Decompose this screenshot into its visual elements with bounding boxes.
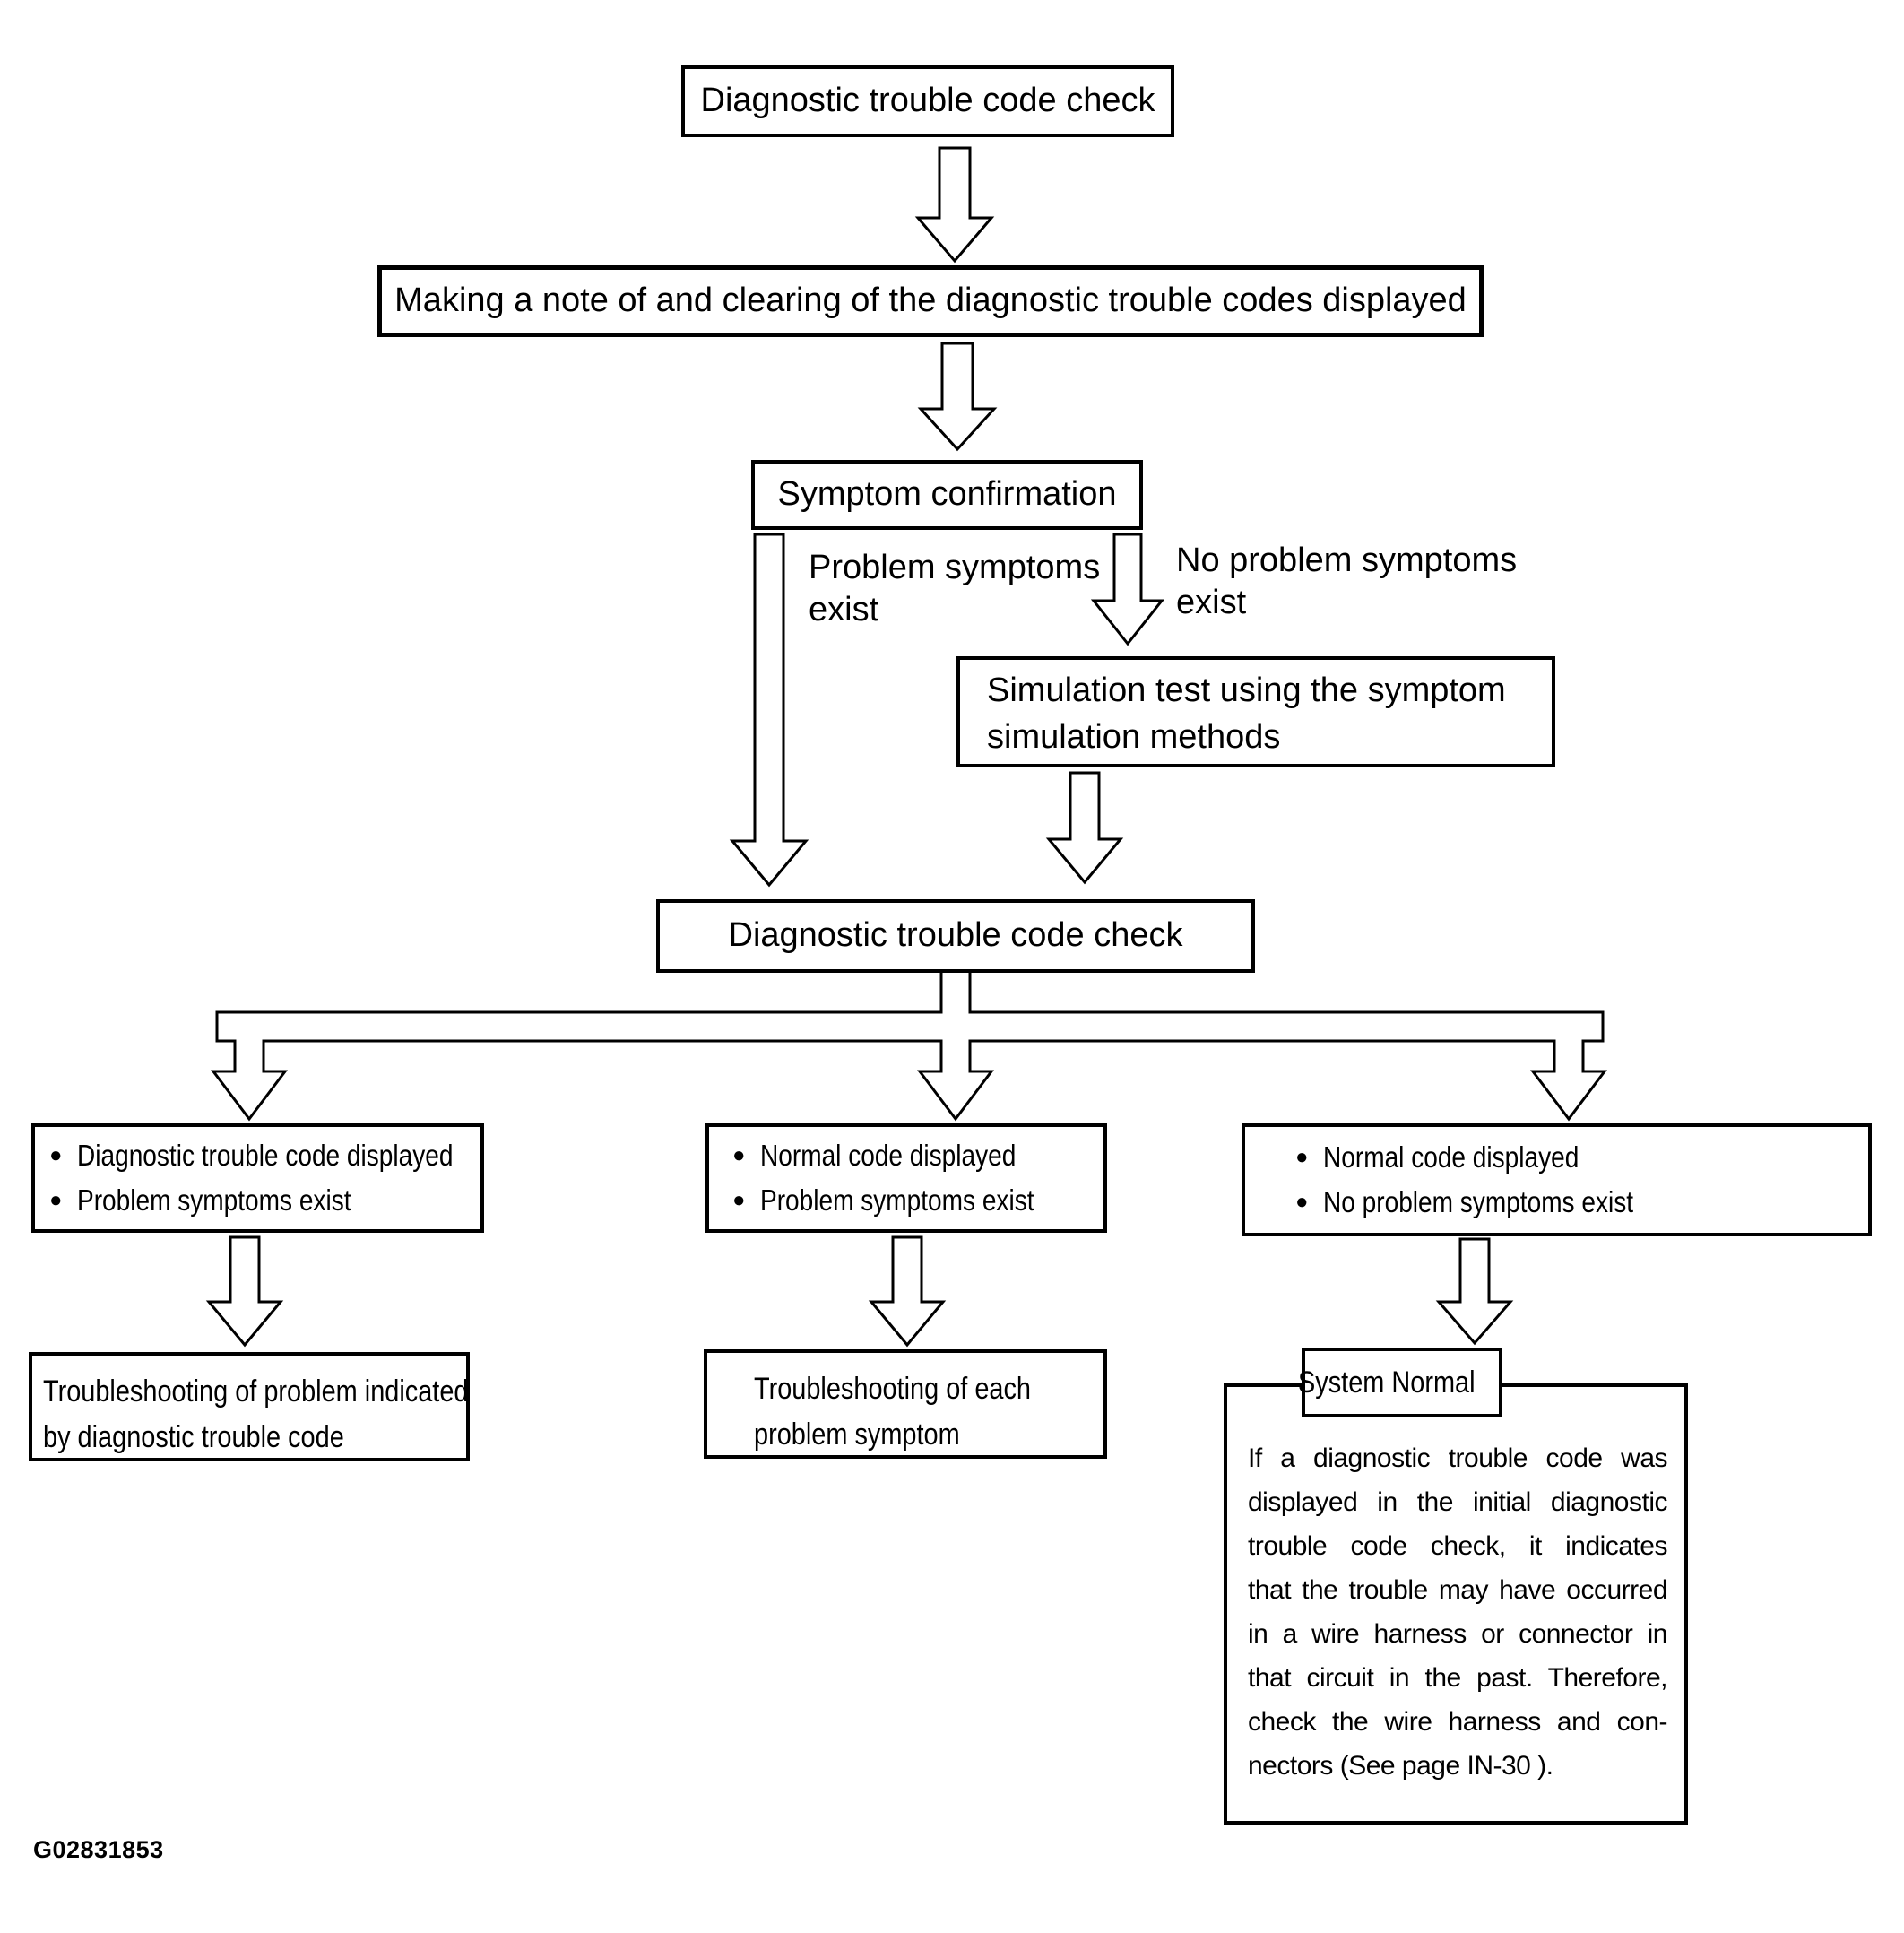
system-normal-title: System Normal <box>1297 1365 1476 1400</box>
paragraph-line: nectors (See page IN-30 ). <box>1248 1751 1553 1781</box>
node-dtc-check-1-label: Diagnostic trouble code check <box>700 82 1155 120</box>
bullet-icon: ● <box>732 1187 746 1212</box>
bullet-icon: ● <box>49 1187 63 1212</box>
branch-label-no-problem-symptoms-line1: No problem symptoms <box>1176 542 1518 579</box>
bullet-icon: ● <box>1295 1145 1309 1170</box>
system-normal-title-box: System Normal <box>1298 1348 1502 1417</box>
paragraph-line: displayed in the initial diagnostic <box>1248 1487 1668 1517</box>
list-item: ● Problem symptoms exist <box>732 1183 1103 1218</box>
node-note-and-clear-codes-label: Making a note of and clearing of the dia… <box>394 282 1467 320</box>
node-note-and-clear-codes: Making a note of and clearing of the dia… <box>377 265 1484 337</box>
case-left-item1: Diagnostic trouble code displayed <box>76 1139 453 1173</box>
bullet-icon: ● <box>1295 1189 1309 1214</box>
system-normal-paragraph: If a diagnostic trouble code was display… <box>1248 1436 1668 1788</box>
case-box-normal-code-problem: ● Normal code displayed ● Problem sympto… <box>705 1123 1107 1233</box>
branch-label-problem-symptoms: Problem symptoms exist <box>809 547 1100 631</box>
arrow-no-problem-symptoms <box>1090 533 1165 646</box>
bullet-icon: ● <box>49 1143 63 1168</box>
bullet-icon: ● <box>732 1143 746 1168</box>
node-symptom-confirmation-label: Symptom confirmation <box>777 475 1117 514</box>
branch-label-no-problem-symptoms-line2: exist <box>1176 584 1247 621</box>
paragraph-line: If a diagnostic trouble code was <box>1248 1443 1668 1473</box>
arrow-case-left-to-result <box>205 1235 284 1348</box>
branch-manifold-three-way <box>210 969 1608 1122</box>
arrow-case-right-to-result <box>1435 1237 1514 1346</box>
paragraph-line: trouble code check, it indicates <box>1248 1531 1668 1561</box>
result-left-line2: by diagnostic trouble code <box>43 1420 344 1454</box>
result-box-troubleshoot-symptom: Troubleshooting of each problem symptom <box>704 1349 1107 1459</box>
case-box-dtc-displayed: ● Diagnostic trouble code displayed ● Pr… <box>31 1123 484 1233</box>
result-middle-line1: Troubleshooting of each <box>754 1372 1032 1406</box>
arrow-case-middle-to-result <box>868 1235 947 1348</box>
result-left-line1: Troubleshooting of problem indicated <box>43 1374 469 1409</box>
case-right-item2: No problem symptoms exist <box>1322 1185 1633 1218</box>
case-middle-item1: Normal code displayed <box>759 1139 1016 1173</box>
result-box-troubleshoot-dtc: Troubleshooting of problem indicated by … <box>29 1352 470 1461</box>
case-right-item1: Normal code displayed <box>1322 1140 1579 1175</box>
case-box-normal-code-no-problem: ● Normal code displayed ● No problem sym… <box>1242 1123 1872 1236</box>
system-normal-detail-box <box>1224 1383 1688 1825</box>
arrow-simulation-to-dtc-check <box>1045 771 1124 885</box>
list-item: ● Problem symptoms exist <box>49 1183 480 1218</box>
arrow-step2-to-step3 <box>917 342 998 452</box>
list-item: ● Normal code displayed <box>732 1139 1103 1173</box>
case-middle-item2: Problem symptoms exist <box>759 1183 1034 1217</box>
branch-label-no-problem-symptoms: No problem symptoms exist <box>1176 540 1517 624</box>
branch-label-problem-symptoms-line1: Problem symptoms <box>809 549 1101 586</box>
list-item: ● Normal code displayed <box>1295 1140 1868 1175</box>
node-dtc-check-2-label: Diagnostic trouble code check <box>728 916 1183 955</box>
node-simulation-test-line2: simulation methods <box>987 718 1281 756</box>
node-simulation-test: Simulation test using the symptom simula… <box>956 656 1555 767</box>
arrow-step1-to-step2 <box>914 146 995 264</box>
branch-label-problem-symptoms-line2: exist <box>809 591 879 628</box>
list-item: ● Diagnostic trouble code displayed <box>49 1139 480 1173</box>
node-dtc-check-1: Diagnostic trouble code check <box>681 65 1174 137</box>
node-simulation-test-line1: Simulation test using the symptom <box>987 672 1506 709</box>
result-middle-line2: problem symptom <box>754 1417 960 1452</box>
paragraph-line: that circuit in the past. Therefore, <box>1248 1663 1668 1693</box>
node-dtc-check-2: Diagnostic trouble code check <box>656 899 1255 973</box>
figure-code: G02831853 <box>33 1836 164 1863</box>
paragraph-line: check the wire harness and con- <box>1248 1707 1668 1737</box>
list-item: ● No problem symptoms exist <box>1295 1185 1868 1219</box>
paragraph-line: that the trouble may have occurred <box>1248 1575 1668 1605</box>
arrow-problem-symptoms-long <box>729 533 809 888</box>
case-left-item2: Problem symptoms exist <box>76 1183 351 1217</box>
paragraph-line: in a wire harness or connector in <box>1248 1619 1668 1649</box>
node-symptom-confirmation: Symptom confirmation <box>751 460 1143 530</box>
